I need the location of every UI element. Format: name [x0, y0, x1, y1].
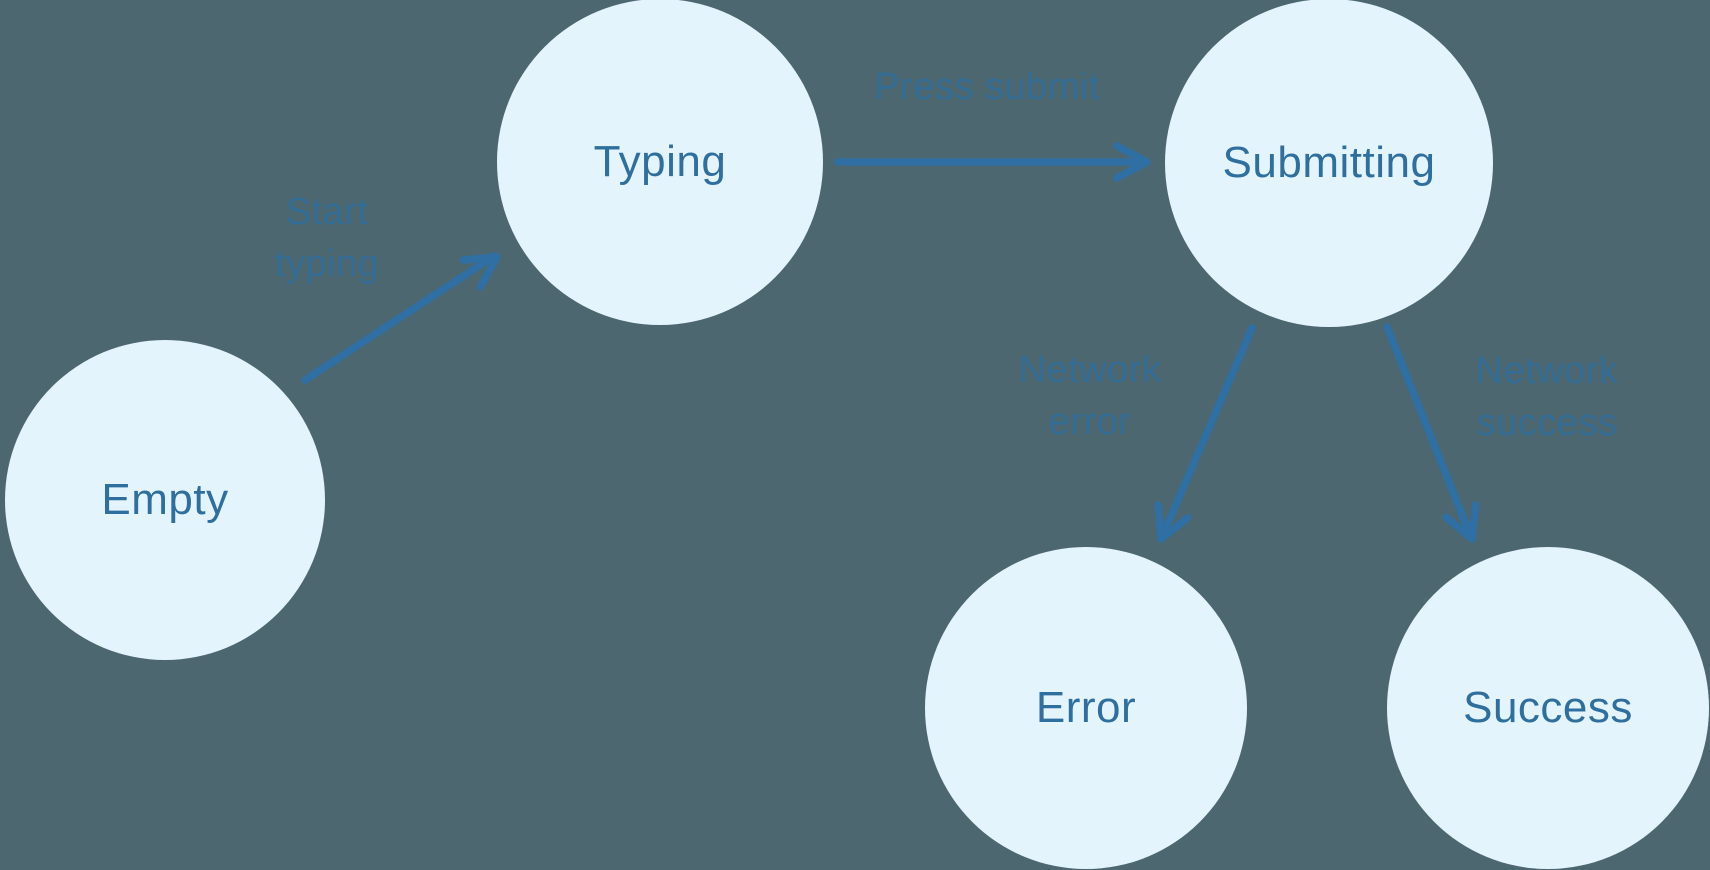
- node-label: Success: [1463, 683, 1633, 732]
- node-empty: Empty: [5, 340, 325, 660]
- edge-start-typing: [301, 252, 501, 384]
- edge-shaft: [1158, 324, 1256, 541]
- edge-label-line: typing: [274, 243, 380, 285]
- arrowhead-icon: [1154, 501, 1192, 543]
- node-error: Error: [925, 547, 1247, 869]
- node-submitting: Submitting: [1165, 0, 1493, 327]
- edge-label-network-error: Network error: [1019, 344, 1162, 448]
- edge-label-line: Network: [1018, 349, 1162, 391]
- edge-label-start-typing: Start typing: [275, 186, 379, 290]
- node-typing: Typing: [497, 0, 823, 325]
- arrowhead-icon: [1113, 142, 1151, 182]
- edge-press-submit: [834, 142, 1151, 182]
- edge-network-error: [1154, 324, 1256, 543]
- arrowhead-icon: [459, 253, 501, 291]
- edge-shaft: [1383, 323, 1475, 541]
- node-label: Submitting: [1222, 138, 1436, 187]
- edge-label-line: Start: [285, 191, 369, 233]
- edge-label-line: Press submit: [874, 66, 1100, 108]
- edge-label-network-success: Network success: [1476, 345, 1619, 449]
- edge-label-press-submit: Press submit: [874, 61, 1100, 113]
- arrowhead-icon: [1442, 501, 1480, 543]
- node-label: Typing: [593, 137, 727, 186]
- edge-network-success: [1383, 323, 1480, 543]
- edge-label-line: Network: [1475, 350, 1619, 392]
- edge-shaft: [301, 252, 498, 384]
- node-label: Error: [1035, 683, 1137, 732]
- edge-label-line: error: [1048, 401, 1132, 443]
- node-success: Success: [1387, 547, 1709, 869]
- edge-label-line: success: [1476, 402, 1618, 444]
- node-label: Empty: [101, 475, 229, 524]
